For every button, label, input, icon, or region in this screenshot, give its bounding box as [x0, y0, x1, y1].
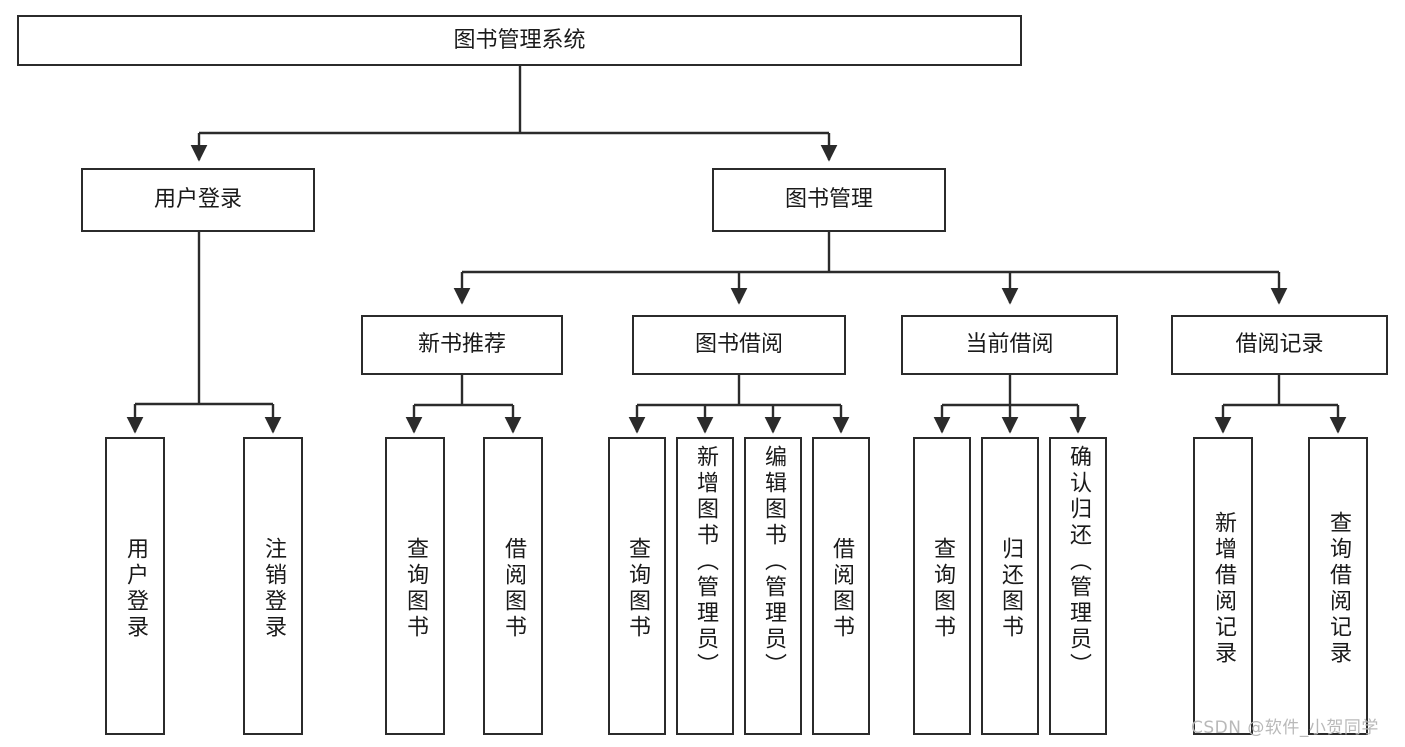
- leaf-user-login-logout-label: 注销登录: [260, 537, 286, 641]
- node-current-borrow-label: 当前借阅: [965, 332, 1054, 358]
- leaf-current-borrow-return-label: 归还图书: [997, 537, 1023, 641]
- leaf-current-borrow-confirm-return-label: 确认归还（管理员）: [1065, 445, 1091, 679]
- leaf-current-borrow-confirm-return[interactable]: 确认归还（管理员）: [1049, 437, 1107, 735]
- leaf-borrow-record-query-label: 查询借阅记录: [1325, 511, 1351, 667]
- leaf-book-borrow-add-label: 新增图书（管理员）: [692, 445, 718, 679]
- leaf-book-borrow-borrow-label: 借阅图书: [828, 537, 854, 641]
- leaf-borrow-record-add-label: 新增借阅记录: [1210, 511, 1236, 667]
- node-book-borrow-label: 图书借阅: [694, 332, 783, 358]
- leaf-new-book-query[interactable]: 查询图书: [385, 437, 445, 735]
- leaf-user-login-logout[interactable]: 注销登录: [243, 437, 303, 735]
- leaf-borrow-record-query[interactable]: 查询借阅记录: [1308, 437, 1368, 735]
- leaf-book-borrow-edit[interactable]: 编辑图书（管理员）: [744, 437, 802, 735]
- leaf-user-login-login[interactable]: 用户登录: [105, 437, 165, 735]
- node-book-management[interactable]: 图书管理: [712, 168, 946, 232]
- node-borrow-record-label: 借阅记录: [1235, 332, 1324, 358]
- leaf-book-borrow-edit-label: 编辑图书（管理员）: [760, 445, 786, 679]
- node-book-borrow[interactable]: 图书借阅: [632, 315, 846, 375]
- node-user-login-label: 用户登录: [153, 187, 242, 213]
- leaf-current-borrow-return[interactable]: 归还图书: [981, 437, 1039, 735]
- leaf-book-borrow-query-label: 查询图书: [624, 537, 650, 641]
- node-new-book-recommend-label: 新书推荐: [417, 332, 506, 358]
- node-borrow-record[interactable]: 借阅记录: [1171, 315, 1388, 375]
- node-book-management-label: 图书管理: [784, 187, 873, 213]
- leaf-user-login-login-label: 用户登录: [122, 537, 148, 641]
- node-root[interactable]: 图书管理系统: [17, 15, 1022, 66]
- leaf-borrow-record-add[interactable]: 新增借阅记录: [1193, 437, 1253, 735]
- node-root-label: 图书管理系统: [453, 27, 586, 53]
- leaf-new-book-borrow-label: 借阅图书: [500, 537, 526, 641]
- leaf-new-book-borrow[interactable]: 借阅图书: [483, 437, 543, 735]
- node-user-login[interactable]: 用户登录: [81, 168, 315, 232]
- node-current-borrow[interactable]: 当前借阅: [901, 315, 1118, 375]
- leaf-book-borrow-borrow[interactable]: 借阅图书: [812, 437, 870, 735]
- leaf-book-borrow-add[interactable]: 新增图书（管理员）: [676, 437, 734, 735]
- leaf-current-borrow-query[interactable]: 查询图书: [913, 437, 971, 735]
- leaf-book-borrow-query[interactable]: 查询图书: [608, 437, 666, 735]
- leaf-current-borrow-query-label: 查询图书: [929, 537, 955, 641]
- node-new-book-recommend[interactable]: 新书推荐: [361, 315, 563, 375]
- leaf-new-book-query-label: 查询图书: [402, 537, 428, 641]
- watermark: CSDN @软件_小贺同学: [1191, 718, 1379, 738]
